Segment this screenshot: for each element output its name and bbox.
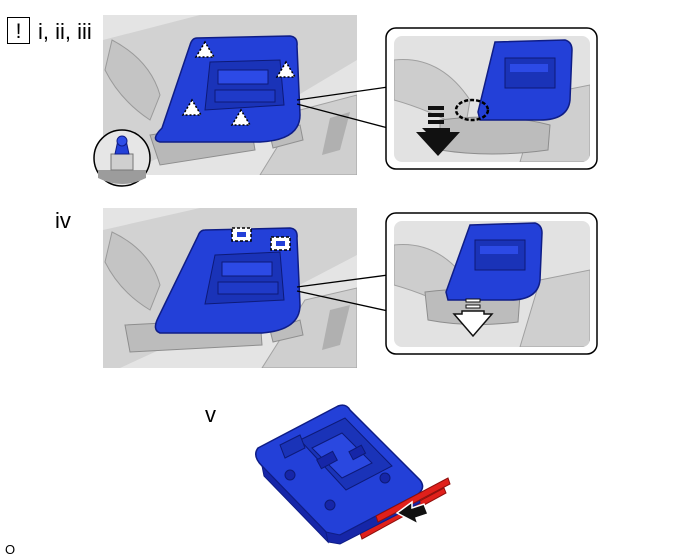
release-strip-upper xyxy=(375,477,451,523)
release-point-icon xyxy=(454,98,490,122)
figure-code: O xyxy=(5,542,16,557)
tab-marker-icon xyxy=(231,227,291,251)
pull-arrow-icon xyxy=(452,298,494,338)
ceiling-view-step1 xyxy=(103,15,357,175)
zoom-view-step1 xyxy=(394,36,590,162)
slide-arrow-icon xyxy=(395,500,429,526)
step-label-v: v xyxy=(205,402,216,427)
push-arrow-icon xyxy=(416,106,460,156)
step-label-i-ii-iii: i, ii, iii xyxy=(38,19,92,44)
clip-marker-icon xyxy=(181,40,297,126)
zoom-view-step2 xyxy=(394,221,590,347)
step-label-iv: iv xyxy=(55,208,71,233)
removed-console xyxy=(255,404,451,545)
ceiling-view-step2 xyxy=(103,208,357,368)
clip-detail-inset xyxy=(93,129,151,187)
caution-symbol: ! xyxy=(7,17,30,44)
